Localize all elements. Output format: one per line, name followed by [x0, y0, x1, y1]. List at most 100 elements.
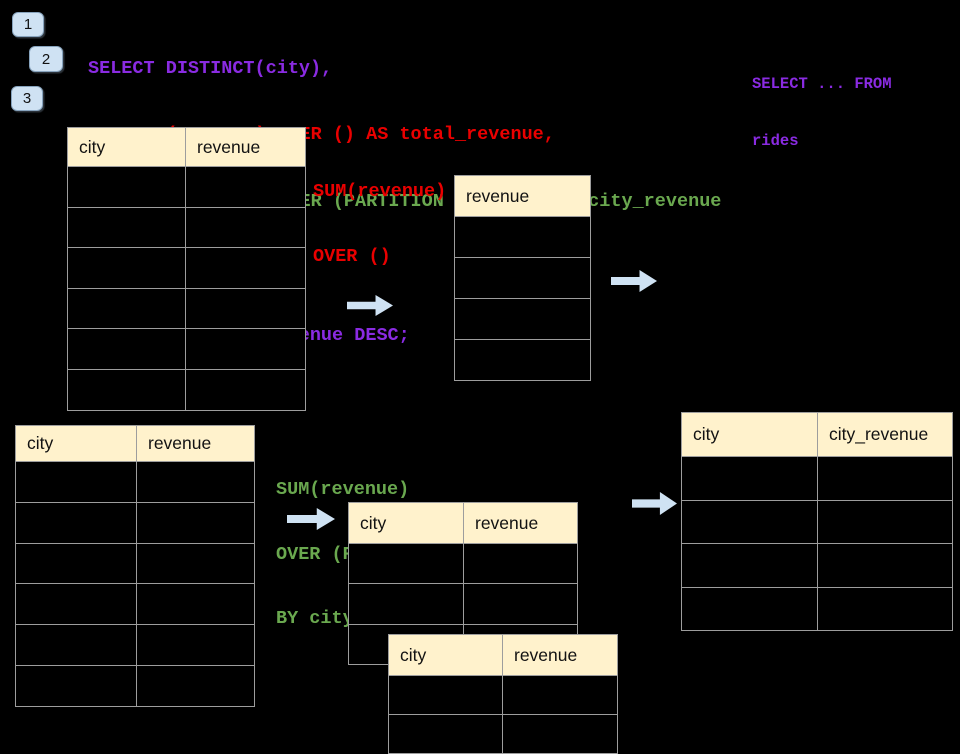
table-cell-empty [185, 166, 306, 208]
table-cell-empty [67, 328, 186, 370]
column-header-revenue: revenue [136, 425, 255, 462]
table-row [681, 543, 953, 588]
table-cell-empty [454, 298, 591, 340]
step-badge-3: 3 [11, 86, 43, 111]
table-row [67, 287, 306, 330]
step-badge-1: 1 [12, 12, 44, 37]
table-row [348, 542, 578, 585]
table-row [67, 368, 306, 411]
table-total-revenue-result: revenue [454, 175, 591, 381]
table-cell-empty [185, 247, 306, 289]
table-cell-empty [15, 501, 137, 544]
table-cell-empty [463, 583, 578, 625]
table-cell-empty [817, 543, 953, 588]
table-header-row: city revenue [348, 502, 578, 544]
table-cell-empty [681, 586, 818, 631]
table-cell-empty [681, 456, 818, 501]
column-header-revenue: revenue [463, 502, 578, 544]
table-row [388, 714, 618, 754]
annotation-partition-line1: SUM(revenue) [276, 479, 410, 500]
table-header-row: city revenue [15, 425, 255, 462]
table-cell-empty [136, 583, 255, 626]
step-badge-2-label: 2 [41, 50, 51, 68]
table-row [15, 461, 255, 503]
table-row [454, 216, 591, 258]
column-header-revenue: revenue [185, 127, 306, 167]
step-badge-2: 2 [29, 46, 63, 72]
table-cell-empty [348, 583, 464, 625]
table-cell-empty [681, 499, 818, 544]
table-source-rides-bottom: city revenue [15, 425, 255, 707]
table-row [15, 583, 255, 626]
table-row [15, 542, 255, 585]
slide-canvas: 1 2 3 SELECT DISTINCT(city), SUM(revenue… [11, 12, 953, 754]
table-cell-empty [388, 714, 503, 754]
sql-line-select: SELECT DISTINCT(city), [88, 57, 333, 79]
table-cell-empty [463, 542, 578, 585]
table-cell-empty [136, 501, 255, 544]
table-cell-empty [67, 287, 186, 330]
step-badge-3-label: 3 [22, 90, 32, 107]
annotation-total-line1: SUM(revenue) [313, 181, 447, 202]
table-cell-empty [388, 675, 503, 715]
table-row [388, 675, 618, 715]
table-row [67, 206, 306, 249]
annotation-total-line2: OVER () [313, 245, 391, 267]
table-cell-empty [454, 216, 591, 258]
table-cell-empty [67, 166, 186, 208]
table-row [681, 586, 953, 631]
column-header-city: city [348, 502, 464, 544]
table-cell-empty [185, 287, 306, 330]
table-cell-empty [15, 664, 137, 707]
table-cell-empty [502, 714, 618, 754]
select-from-note: SELECT ... FROM rides [752, 37, 892, 189]
table-cell-empty [136, 461, 255, 503]
select-from-note-line2: rides [752, 132, 799, 150]
table-row [348, 583, 578, 625]
column-header-city-revenue: city_revenue [817, 412, 953, 457]
table-row [15, 624, 255, 666]
table-header-row: city revenue [67, 127, 306, 167]
table-cell-empty [136, 542, 255, 585]
table-partition-group-2: city revenue [388, 634, 618, 754]
table-row [454, 339, 591, 381]
flow-arrow-right-icon [632, 492, 677, 515]
column-header-revenue: revenue [454, 175, 591, 217]
table-cell-empty [15, 583, 137, 626]
table-source-rides-top: city revenue [67, 127, 306, 411]
table-cell-empty [15, 542, 137, 585]
table-cell-empty [15, 624, 137, 666]
table-row [67, 247, 306, 289]
column-header-city: city [15, 425, 137, 462]
table-row [454, 257, 591, 299]
column-header-city: city [67, 127, 186, 167]
column-header-revenue: revenue [502, 634, 618, 676]
table-cell-empty [67, 206, 186, 249]
column-header-city: city [681, 412, 818, 457]
table-row [15, 664, 255, 707]
step-badge-1-label: 1 [23, 16, 33, 33]
table-cell-empty [348, 542, 464, 585]
table-cell-empty [15, 461, 137, 503]
table-header-row: revenue [454, 175, 591, 217]
table-cell-empty [502, 675, 618, 715]
table-row [67, 328, 306, 370]
table-cell-empty [817, 586, 953, 631]
table-cell-empty [681, 543, 818, 588]
annotation-sum-over-total: SUM(revenue) OVER () [313, 138, 446, 310]
table-header-row: city city_revenue [681, 412, 953, 457]
table-cell-empty [67, 247, 186, 289]
table-cell-empty [817, 499, 953, 544]
table-cell-empty [136, 664, 255, 707]
table-row [681, 456, 953, 501]
table-cell-empty [185, 368, 306, 411]
table-cell-empty [136, 624, 255, 666]
column-header-city: city [388, 634, 503, 676]
table-cell-empty [185, 206, 306, 249]
table-row [454, 298, 591, 340]
table-row [67, 166, 306, 208]
table-city-revenue-result: city city_revenue [681, 412, 953, 631]
table-cell-empty [454, 339, 591, 381]
table-cell-empty [454, 257, 591, 299]
select-from-note-line1: SELECT ... FROM [752, 75, 892, 93]
